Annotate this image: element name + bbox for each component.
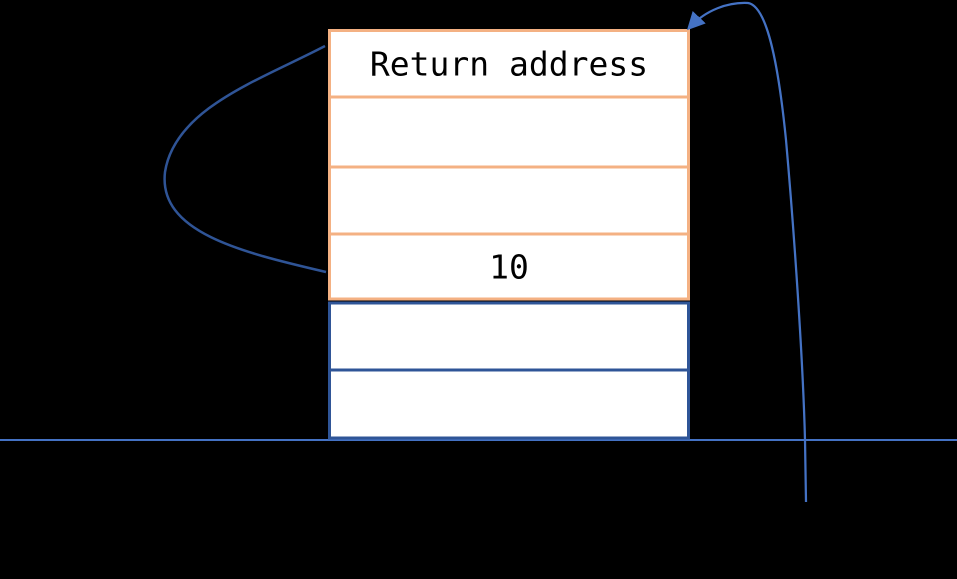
callee-frame-section xyxy=(328,301,690,440)
stack-row-empty-2 xyxy=(328,165,690,236)
value-10-label: 10 xyxy=(489,248,529,287)
right-return-arrow xyxy=(686,1,808,503)
return-address-label: Return address xyxy=(370,45,648,84)
stack-table: Return address 10 xyxy=(328,29,690,440)
left-loop-curve xyxy=(163,44,327,274)
stack-row-empty-4 xyxy=(328,368,690,440)
caller-frame-section xyxy=(328,29,690,301)
stack-row-value xyxy=(328,232,690,301)
stack-row-empty-3 xyxy=(328,301,690,372)
stack-row-empty-1 xyxy=(328,95,690,169)
